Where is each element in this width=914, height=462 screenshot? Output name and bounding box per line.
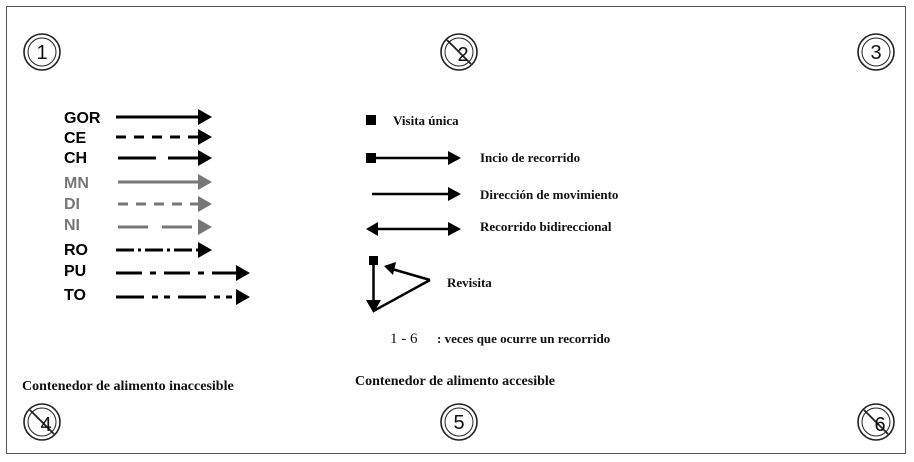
- caption-accessible: Contenedor de alimento accesible: [355, 374, 555, 389]
- container-2: 2: [440, 33, 478, 71]
- prohibited-slash-icon: [446, 39, 472, 65]
- square-icon: [366, 115, 376, 125]
- ro-arrow: [116, 242, 212, 258]
- revisit-label: Revisita: [447, 275, 492, 290]
- individual-line-styles: [116, 109, 250, 305]
- gor-arrow: [116, 109, 212, 125]
- legend-single-visit: Visita única: [366, 113, 459, 128]
- mn-arrow: [118, 174, 212, 190]
- prohibited-slash-icon: [29, 409, 55, 435]
- container-6: 6: [857, 403, 895, 441]
- prohibited-slash-icon: [863, 409, 889, 435]
- container-5: 5: [440, 403, 478, 441]
- pu-arrow: [116, 265, 250, 281]
- legend-route-start: Incio de recorrido: [366, 150, 580, 165]
- legend-bidirectional: Recorrido bidireccional: [366, 219, 612, 236]
- arrow-left-icon: [366, 222, 378, 236]
- single-visit-label: Visita única: [393, 113, 459, 128]
- code-pu: PU: [64, 263, 86, 280]
- bidirectional-label: Recorrido bidireccional: [480, 219, 612, 234]
- ni-arrow: [118, 219, 212, 235]
- caption-inaccessible: Contenedor de alimento inaccesible: [22, 379, 234, 394]
- to-arrow: [116, 289, 250, 305]
- code-ni: NI: [64, 217, 80, 234]
- arrow-icon: [384, 262, 396, 275]
- container-4: 4: [23, 403, 61, 441]
- count-range: 1 - 6: [390, 331, 418, 347]
- legend-count: 1 - 6 : veces que ocurre un recorrido: [390, 331, 610, 347]
- code-ro: RO: [64, 242, 88, 259]
- legend-movement-direction: Dirección de movimiento: [372, 187, 618, 202]
- container-1: 1: [23, 33, 61, 71]
- container-label-4: 4: [40, 414, 51, 436]
- container-label-5: 5: [453, 412, 464, 434]
- arrow-down-icon: [366, 300, 381, 313]
- container-3: 3: [857, 33, 895, 71]
- ce-arrow: [116, 129, 212, 145]
- code-ce: CE: [64, 130, 87, 147]
- code-di: DI: [64, 196, 80, 213]
- count-text: : veces que ocurre un recorrido: [437, 331, 610, 346]
- ch-arrow: [118, 150, 212, 166]
- arrow-right-icon: [448, 151, 461, 165]
- code-ch: CH: [64, 150, 87, 167]
- code-gor: GOR: [64, 110, 101, 127]
- movement-direction-label: Dirección de movimiento: [480, 187, 618, 202]
- route-start-label: Incio de recorrido: [480, 150, 580, 165]
- code-mn: MN: [64, 175, 89, 192]
- container-label-2: 2: [457, 44, 468, 66]
- square-icon: [369, 256, 378, 265]
- container-label-1: 1: [36, 42, 47, 64]
- legend-revisit: Revisita: [366, 256, 492, 313]
- individual-codes: GOR CE CH MN DI NI RO PU TO: [64, 110, 101, 304]
- container-label-6: 6: [874, 414, 885, 436]
- arrow-right-icon: [448, 187, 461, 201]
- code-to: TO: [64, 287, 86, 304]
- arrow-right-icon: [448, 222, 461, 236]
- di-arrow: [118, 196, 212, 212]
- square-icon: [366, 153, 376, 163]
- container-label-3: 3: [870, 42, 881, 64]
